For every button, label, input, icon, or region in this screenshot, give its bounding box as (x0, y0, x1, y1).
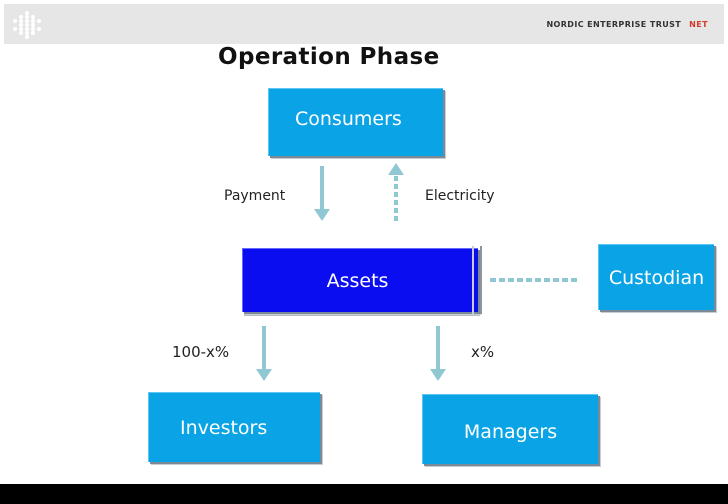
assets-shadow (244, 312, 480, 316)
brand-name-text: NORDIC ENTERPRISE TRUST (546, 20, 682, 29)
footer-bar (0, 484, 728, 504)
dot-grid-logo-icon (13, 11, 41, 39)
assets-frame (472, 246, 482, 314)
investors-node: Investors (148, 392, 320, 462)
managers-label: Managers (463, 420, 558, 443)
electricity-arrow-icon (388, 163, 404, 222)
brand-abbr: NET (689, 20, 708, 29)
consumers-node: Consumers (268, 88, 443, 156)
page-title: Operation Phase (218, 44, 440, 70)
electricity-label: Electricity (425, 188, 495, 204)
assets-node: Assets (242, 248, 478, 312)
managers-node: Managers (422, 394, 598, 464)
investors-share-label: 100-x% (172, 343, 230, 361)
header-bar: NORDIC ENTERPRISE TRUST NET (4, 4, 724, 44)
managers-share-arrow-icon (430, 326, 446, 381)
investors-share-arrow-icon (256, 326, 272, 381)
brand-name: NORDIC ENTERPRISE TRUST NET (546, 20, 708, 32)
custodian-label: Custodian (608, 266, 705, 289)
assets-label: Assets (326, 269, 389, 292)
consumers-label: Consumers (295, 107, 402, 130)
payment-arrow-icon (314, 166, 330, 221)
custodian-connector-line (490, 278, 578, 282)
managers-share-label: x% (471, 343, 495, 361)
investors-label: Investors (180, 416, 268, 439)
payment-label: Payment (224, 188, 286, 204)
custodian-node: Custodian (598, 244, 714, 310)
